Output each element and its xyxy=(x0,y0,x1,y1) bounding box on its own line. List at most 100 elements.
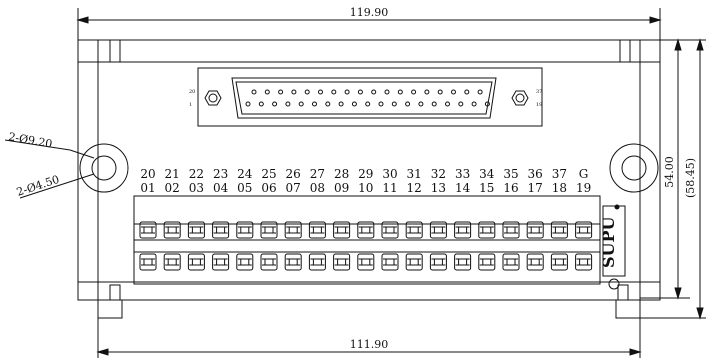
terminal-screw xyxy=(187,253,205,271)
terminal-bottom-label: 08 xyxy=(310,181,325,195)
height-outer-label: (58.45) xyxy=(684,158,697,198)
terminal-screw xyxy=(478,221,496,239)
terminal-top-label: 20 xyxy=(140,167,155,181)
terminal-screw xyxy=(308,253,326,271)
terminal-bottom-label: 06 xyxy=(261,181,276,195)
connector-pin xyxy=(484,101,490,107)
connector-pin xyxy=(285,101,291,107)
terminal-top-label: 26 xyxy=(286,167,301,181)
bottom-width-dimension xyxy=(96,318,642,358)
top-width-label: 119.90 xyxy=(350,6,389,19)
terminal-screw xyxy=(575,221,593,239)
terminal-screw xyxy=(212,221,230,239)
terminal-screw xyxy=(212,253,230,271)
terminal-top-label: 37 xyxy=(552,167,567,181)
brand-logo: SUPU xyxy=(599,204,626,290)
connector-pin xyxy=(318,89,323,95)
connector-pin xyxy=(424,89,430,95)
connector-pin xyxy=(251,89,257,95)
connector-pins xyxy=(245,89,490,107)
connector-pin xyxy=(431,101,437,107)
connector-pin xyxy=(418,101,424,107)
connector-pin xyxy=(298,101,304,107)
connector-pin xyxy=(437,89,443,95)
terminal-screw xyxy=(284,221,302,239)
terminal-top-label: 24 xyxy=(237,167,253,181)
terminal-screw xyxy=(429,253,447,271)
enclosure-outline xyxy=(77,39,661,319)
terminal-bottom-label: 09 xyxy=(334,181,349,195)
connector-pin xyxy=(258,101,264,107)
connector-pin xyxy=(245,101,251,107)
terminal-screw xyxy=(308,221,326,239)
terminal-screw xyxy=(357,253,375,271)
terminal-bottom-label: 07 xyxy=(286,181,301,195)
terminal-screw xyxy=(526,253,544,271)
terminal-top-label: 28 xyxy=(334,167,349,181)
terminal-top-label: 32 xyxy=(431,167,446,181)
connector-label-19: 19 xyxy=(536,102,542,108)
connector-pin xyxy=(264,89,270,95)
connector-pin xyxy=(451,89,456,95)
terminal-bottom-label: 01 xyxy=(140,181,155,195)
connector-pin xyxy=(378,101,384,107)
connector-pin xyxy=(405,101,411,107)
connector-pin xyxy=(384,89,390,95)
connector-pin xyxy=(278,89,284,95)
terminal-screw xyxy=(333,253,351,271)
connector-label-37: 37 xyxy=(536,89,542,95)
terminal-screw xyxy=(454,253,472,271)
terminal-screw xyxy=(575,253,593,271)
terminal-screw xyxy=(139,253,157,271)
mounting-hole-right xyxy=(609,143,659,193)
connector-pin xyxy=(357,89,363,95)
terminal-screw xyxy=(139,221,157,239)
terminal-bottom-label: 04 xyxy=(213,181,229,195)
terminal-screw xyxy=(405,221,423,239)
brand-logo-text: SUPU xyxy=(599,216,618,268)
terminal-screw xyxy=(163,253,181,271)
terminal-bottom-label: 17 xyxy=(528,181,543,195)
terminal-top-label: 29 xyxy=(358,167,373,181)
connector-pin xyxy=(351,101,357,107)
terminal-screw xyxy=(163,221,181,239)
terminal-screw xyxy=(429,221,447,239)
terminal-bottom-label: 19 xyxy=(576,181,591,195)
terminal-bottom-label: 13 xyxy=(431,181,446,195)
connector-pin xyxy=(291,89,297,95)
terminal-screw xyxy=(236,253,254,271)
connector-pin xyxy=(344,89,350,95)
connector-pin xyxy=(391,101,397,107)
connector-pin xyxy=(272,101,278,107)
hole-leaders xyxy=(4,139,95,199)
terminal-top-label: 25 xyxy=(261,167,276,181)
terminal-screw xyxy=(478,253,496,271)
terminal-screw xyxy=(454,221,472,239)
db37-connector xyxy=(197,67,543,127)
terminal-screw xyxy=(502,253,520,271)
terminal-bottom-label: 14 xyxy=(455,181,471,195)
connector-pin xyxy=(325,101,331,107)
terminal-bottom-label: 10 xyxy=(358,181,373,195)
terminal-top-label: G xyxy=(579,167,589,181)
terminal-screw xyxy=(260,253,278,271)
connector-pin xyxy=(331,89,337,95)
hole-small-label: 2-Ø4.50 xyxy=(15,173,61,199)
mounting-hole-left xyxy=(79,143,129,193)
connector-pin xyxy=(464,89,470,95)
connector-pin xyxy=(471,101,477,107)
connector-pin xyxy=(338,101,344,107)
connector-label-20: 20 xyxy=(189,89,195,95)
terminal-screw xyxy=(187,221,205,239)
connector-pin xyxy=(304,89,310,95)
terminal-top-label: 35 xyxy=(503,167,518,181)
terminal-screw xyxy=(236,221,254,239)
terminal-top-label: 21 xyxy=(165,167,180,181)
connector-pin xyxy=(312,101,317,107)
terminal-top-label: 34 xyxy=(479,167,495,181)
hole-large-label: 2-Ø9.20 xyxy=(7,130,53,150)
terminal-screw xyxy=(381,253,399,271)
